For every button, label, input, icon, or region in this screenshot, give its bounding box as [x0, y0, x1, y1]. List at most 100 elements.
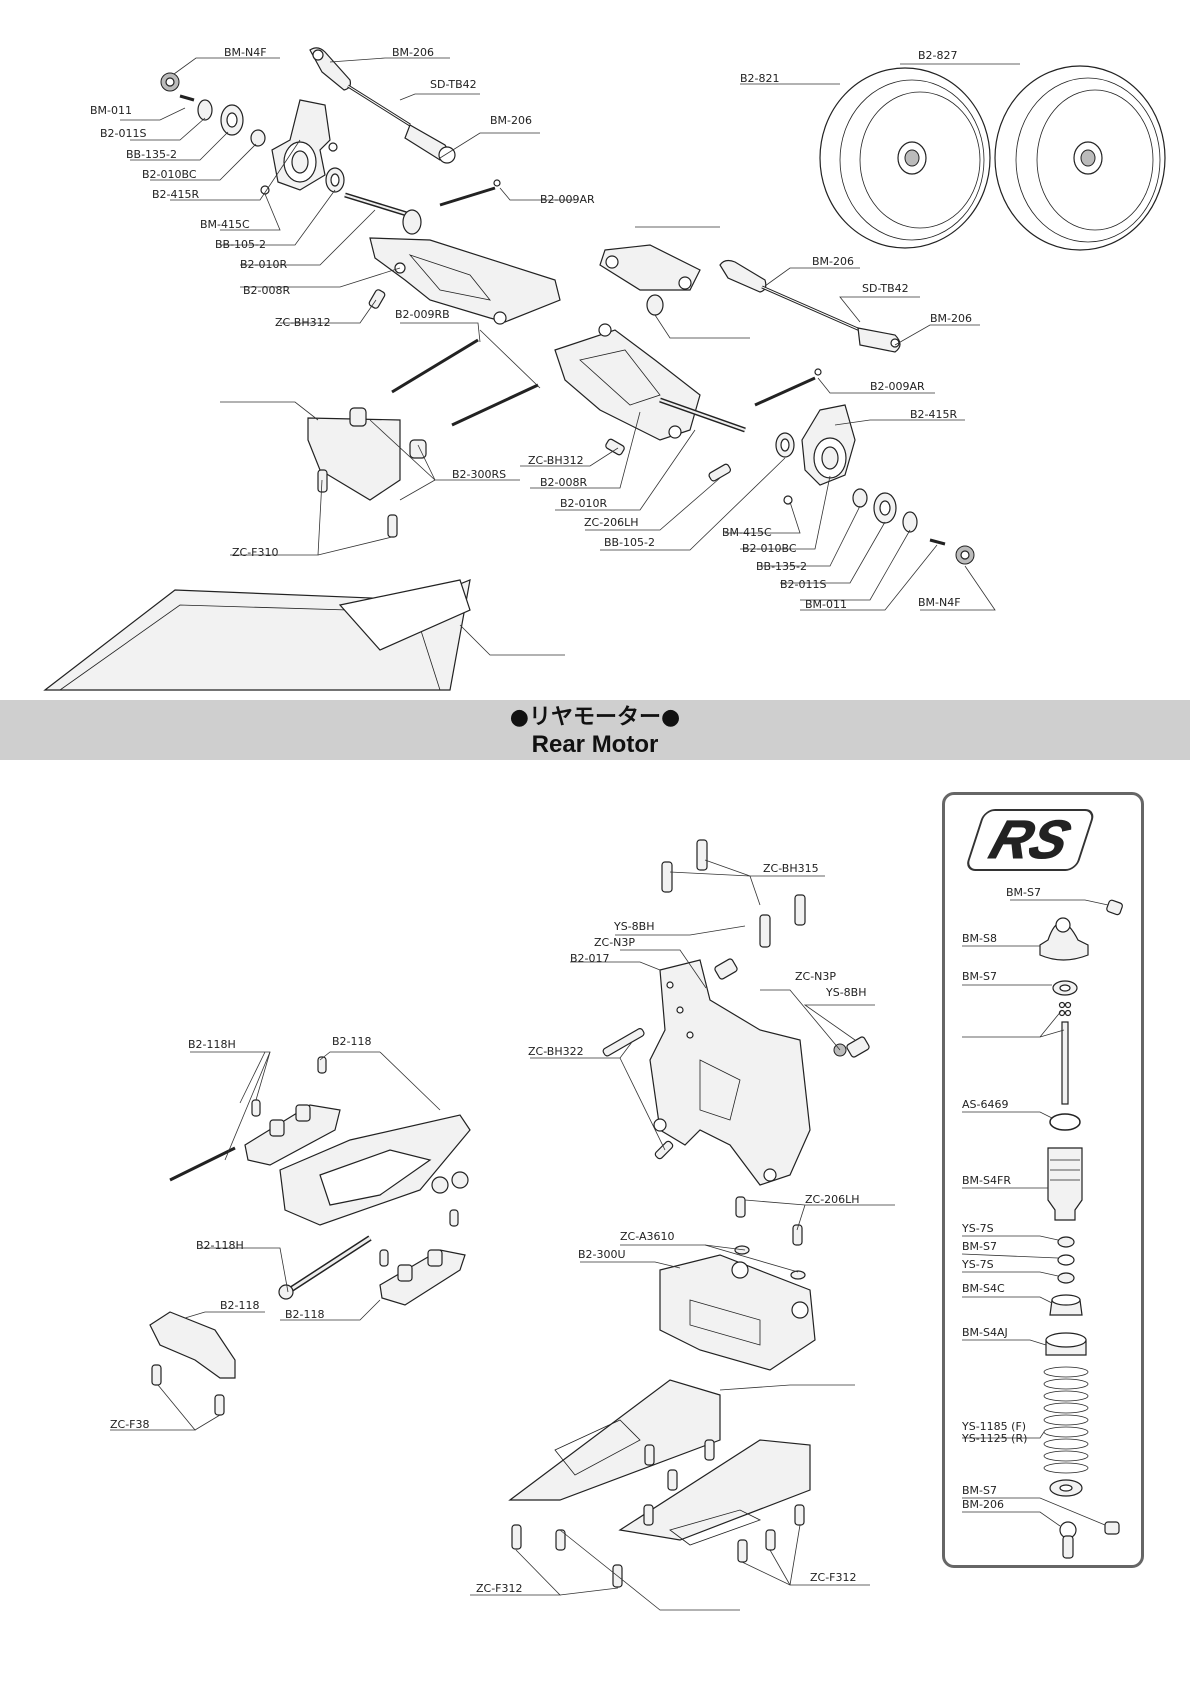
lower-leader-lines: [110, 859, 895, 1611]
label-b2-008r: B2-008R: [243, 284, 291, 297]
label-bm-206-shock: BM-206: [962, 1498, 1004, 1511]
label-bm-s4fr: BM-S4FR: [962, 1174, 1011, 1187]
label-b2-415r: B2-415R: [152, 188, 200, 201]
label-b2-300rs: B2-300RS: [452, 468, 506, 481]
label-zc-bh322: ZC-BH322: [528, 1045, 584, 1058]
label-b2-118-2: B2-118: [220, 1299, 260, 1312]
shock-body-part: [1047, 1147, 1083, 1221]
label-bm-s8: BM-S8: [962, 932, 997, 945]
label-sd-tb42: SD-TB42: [430, 78, 477, 91]
label-bm-n4f-2: BM-N4F: [918, 596, 961, 609]
bulkhead-b2-300u: [659, 1254, 816, 1371]
label-bm-206-2: BM-206: [490, 114, 532, 127]
label-as-6469: AS-6469: [962, 1098, 1008, 1111]
shock-shaft-part: [1061, 1021, 1069, 1105]
upper-turnbuckle-right: [719, 259, 901, 353]
label-bm-s7-a: BM-S7: [1006, 886, 1041, 899]
label-ys-8bh-2: YS-8BH: [825, 986, 867, 999]
ball-stud-part: [708, 463, 732, 482]
label-bm-s4aj: BM-S4AJ: [962, 1326, 1008, 1339]
section-banner: ●リヤモーター● Rear Motor: [0, 700, 1190, 760]
label-b2-017: B2-017: [570, 952, 610, 965]
label-b2-118h-2: B2-118H: [196, 1239, 244, 1252]
label-b2-008r-2: B2-008R: [540, 476, 588, 489]
section-title-jp: ●リヤモーター●: [509, 705, 681, 730]
hinge-pin-lower-1: [391, 338, 479, 394]
label-zc-206lh: ZC-206LH: [584, 516, 639, 529]
label-ys-8bh: YS-8BH: [613, 920, 655, 933]
hinge-holder-lower: [379, 1249, 466, 1306]
label-zc-206lh-2: ZC-206LH: [805, 1193, 860, 1206]
label-bm-206-4: BM-206: [930, 312, 972, 325]
wheel-b2-827: [994, 65, 1166, 251]
label-b2-009ar: B2-009AR: [540, 193, 595, 206]
motor-mount-right-rail: [618, 1439, 811, 1541]
label-zc-f312-2: ZC-F312: [810, 1571, 857, 1584]
label-bm-011: BM-011: [90, 104, 132, 117]
screw-zc-f38: [151, 1364, 162, 1386]
label-b2-011s: B2-011S: [100, 127, 147, 140]
label-zc-bh315: ZC-BH315: [763, 862, 819, 875]
label-zc-n3p-2: ZC-N3P: [795, 970, 836, 983]
o-ring-part: [1049, 1113, 1081, 1131]
upper-labels: BM-N4F BM-206 SD-TB42 BM-011 B2-011S BM-…: [90, 46, 972, 611]
label-b2-011s-2: B2-011S: [780, 578, 827, 591]
screws-zc-bh315: [661, 839, 806, 948]
shock-tower-b2-017: [649, 959, 811, 1186]
screws-zc-f312: [511, 1439, 805, 1588]
lower-labels: ZC-BH315 YS-8BH ZC-N3P B2-017 ZC-N3P YS-…: [110, 862, 867, 1595]
label-bm-415c: BM-415C: [200, 218, 250, 231]
label-sd-tb42-2: SD-TB42: [862, 282, 909, 295]
upper-turnbuckle-left: [309, 47, 456, 164]
label-b2-118-3: B2-118: [285, 1308, 325, 1321]
label-b2-009rb: B2-009RB: [395, 308, 450, 321]
hinge-pin-right: [754, 376, 816, 407]
label-bm-s7-c: BM-S7: [962, 1240, 997, 1253]
hinge-pin-lower-2: [451, 383, 539, 427]
label-b2-118h: B2-118H: [188, 1038, 236, 1051]
chassis-fragment: [43, 579, 471, 691]
label-zc-f312: ZC-F312: [476, 1582, 523, 1595]
rear-bulkhead-b2-300rs: [307, 407, 427, 538]
label-zc-bh312-2: ZC-BH312: [528, 454, 584, 467]
wheel-b2-821: [819, 67, 991, 249]
shock-panel: RS BM-S7 BM-S8 BM-S7 AS-6469: [961, 809, 1123, 1559]
label-bb-135-2-2: BB-135-2: [756, 560, 807, 573]
label-zc-a3610: ZC-A3610: [620, 1230, 674, 1243]
label-b2-118: B2-118: [332, 1035, 372, 1048]
rear-driveshaft-left: [344, 192, 422, 235]
label-b2-300u: B2-300U: [578, 1248, 626, 1261]
hinge-holder-upper: [244, 1104, 341, 1166]
label-b2-010bc-2: B2-010BC: [742, 542, 797, 555]
washer-part: [197, 99, 213, 121]
label-bm-206: BM-206: [392, 46, 434, 59]
label-ys-1125: YS-1125 (R): [961, 1432, 1027, 1445]
label-b2-010bc: B2-010BC: [142, 168, 197, 181]
label-b2-415r-2: B2-415R: [910, 408, 958, 421]
hinge-pin-upper: [439, 186, 496, 207]
label-bm-s7-d: BM-S7: [962, 1484, 997, 1497]
hinge-pin-b2-118h: [169, 1146, 236, 1182]
label-zc-f38: ZC-F38: [110, 1418, 150, 1431]
label-bm-011-2: BM-011: [805, 598, 847, 611]
spacer-part: [250, 129, 266, 147]
right-hub-assembly: [775, 404, 975, 565]
label-b2-827: B2-827: [918, 49, 958, 62]
label-ys-1185: YS-1185 (F): [961, 1420, 1026, 1433]
rear-arm-mount-upper: [599, 244, 701, 316]
label-zc-n3p: ZC-N3P: [594, 936, 635, 949]
label-b2-010r-2: B2-010R: [560, 497, 608, 510]
section-title-en: Rear Motor: [531, 731, 659, 758]
motor-mount-left-rail: [508, 1379, 721, 1501]
label-zc-f310: ZC-F310: [232, 546, 279, 559]
label-bb-135-2: BB-135-2: [126, 148, 177, 161]
label-zc-bh312: ZC-BH312: [275, 316, 331, 329]
label-bb-105-2-2: BB-105-2: [604, 536, 655, 549]
label-bb-105-2: BB-105-2: [215, 238, 266, 251]
label-ys-7s-b: YS-7S: [961, 1258, 994, 1271]
label-bm-s7-b: BM-S7: [962, 970, 997, 983]
label-b2-821: B2-821: [740, 72, 780, 85]
brace-plate-b2-118: [149, 1311, 236, 1379]
label-b2-010r: B2-010R: [240, 258, 288, 271]
